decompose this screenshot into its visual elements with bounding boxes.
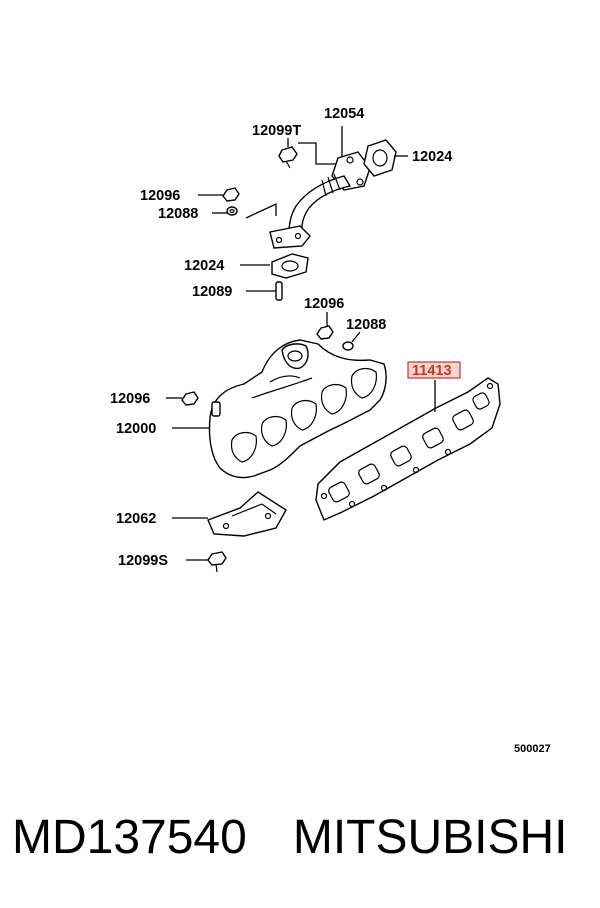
label-12088-middle: 12088 <box>346 317 386 333</box>
gasket-12024-lower <box>271 253 309 279</box>
label-12096-lower: 12096 <box>110 391 150 407</box>
label-12024-lower: 12024 <box>184 258 224 274</box>
label-12088-upper: 12088 <box>158 206 198 222</box>
label-12054: 12054 <box>324 106 364 122</box>
label-12096-upper: 12096 <box>140 188 180 204</box>
label-12099S: 12099S <box>118 553 168 569</box>
gasket-12024-upper <box>363 139 397 177</box>
washer-12088-middle <box>342 341 354 351</box>
label-11413: 11413 <box>412 363 452 379</box>
label-12099T: 12099T <box>252 123 301 139</box>
diagram-code: 500027 <box>514 743 551 755</box>
label-12000: 12000 <box>116 421 156 437</box>
bracket-12062 <box>207 491 287 537</box>
nut-12096-middle <box>316 325 334 340</box>
nut-12096-lower <box>181 391 199 406</box>
label-12096-middle: 12096 <box>304 296 344 312</box>
stud-12089 <box>275 281 283 301</box>
washer-12088-upper <box>226 206 238 216</box>
egr-pipe <box>269 151 371 249</box>
bolt-12099S <box>207 551 227 573</box>
brand-name: MITSUBISHI <box>292 811 568 864</box>
manifold-gasket-11413 <box>315 377 501 521</box>
part-number: MD137540 <box>12 811 247 864</box>
highlight-box-11413 <box>407 361 461 379</box>
exhaust-manifold-12000 <box>208 339 387 479</box>
label-12062: 12062 <box>116 511 156 527</box>
label-12089: 12089 <box>192 284 232 300</box>
exploded-parts-diagram: 12054 12099T 12024 12096 12088 12024 120… <box>110 106 551 755</box>
nut-12096-upper <box>222 187 240 202</box>
bolt-12099T <box>278 146 298 169</box>
label-12024-upper: 12024 <box>412 149 452 165</box>
leader-lines <box>166 126 436 561</box>
footer-caption: MD137540 MITSUBISHI <box>12 806 592 870</box>
